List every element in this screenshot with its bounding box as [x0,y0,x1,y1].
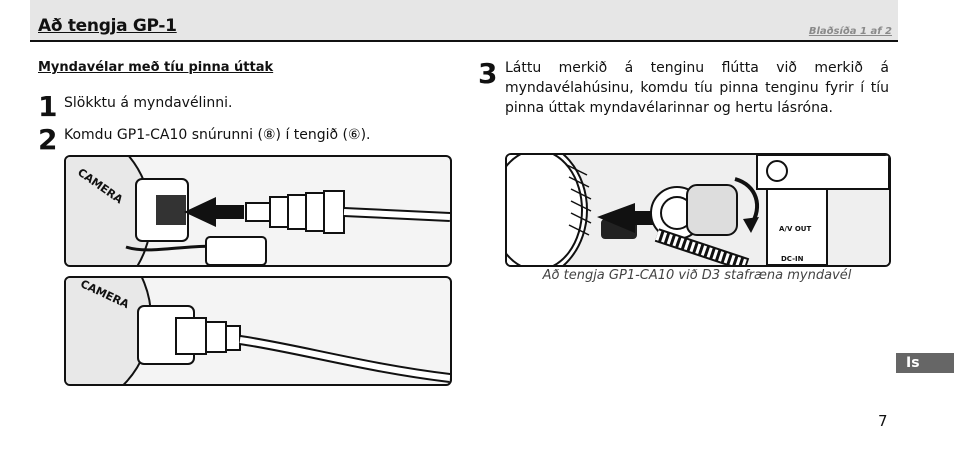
page-number: 7 [878,412,888,430]
step-text-1: Slökktu á myndavélinni. [64,95,233,111]
step-text-2: Komdu GP1-CA10 snúrunni (⑧) í tengið (⑥)… [64,127,371,143]
page-title: Að tengja GP-1 [38,16,177,36]
step-number-1: 1 [38,90,58,123]
page-header [30,0,898,40]
figure-connector-inserted: CAMERA [64,276,452,386]
av-out-label: A/V OUT [779,225,811,233]
figure-caption: Að tengja GP1-CA10 við D3 stafræna mynda… [542,268,852,283]
header-rule [30,40,898,42]
language-tab[interactable]: Is [896,353,954,373]
figure-camera-connection: A/V OUT DC-IN [505,153,891,267]
figure-connector-insert: CAMERA [64,155,452,267]
arrow-icon [184,197,244,227]
step-text-3: Láttu merkið á tenginu flútta við merkið… [505,60,889,116]
page-of-indicator: Blaðsíða 1 af 2 [808,26,892,37]
step-number-2: 2 [38,123,58,156]
step-number-3: 3 [478,57,498,90]
section-title: Myndavélar með tíu pinna úttak [38,60,274,75]
dc-in-label: DC-IN [781,255,804,263]
arrow-right-icon [597,203,657,233]
